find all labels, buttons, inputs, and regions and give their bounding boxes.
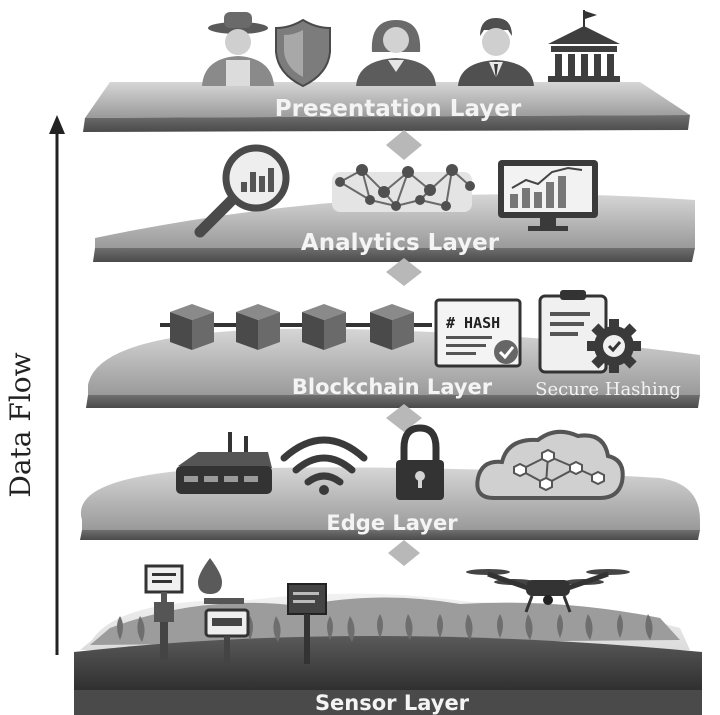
chain-blocks-icon (160, 304, 432, 350)
network-graph-icon (332, 164, 475, 212)
edge-layer: Edge Layer (80, 424, 701, 540)
wifi-icon (280, 436, 368, 495)
connector-diamond (388, 540, 420, 566)
woman-user-icon (356, 20, 436, 86)
signpost-icon (287, 583, 327, 664)
block-1 (170, 304, 214, 350)
clipboard-gear-icon (538, 290, 641, 374)
data-flow-label: Data Flow (4, 352, 37, 497)
shield-icon (275, 18, 331, 88)
router-icon (176, 432, 272, 494)
sensor-panel-icon (144, 564, 184, 660)
soil-sensor-icon (204, 598, 250, 662)
sensor-layer: Sensor Layer (74, 558, 702, 715)
connector-diamond (386, 404, 422, 432)
magnifier-chart-icon (194, 144, 290, 238)
data-flow-arrow (49, 115, 65, 655)
farmer-icon (202, 12, 274, 86)
hash-document-icon: # HASH (434, 298, 522, 368)
sensor-layer-label: Sensor Layer (315, 691, 470, 715)
water-drop-icon (198, 558, 222, 594)
blockchain-layer: Blockchain Layer Secure Hashing (86, 290, 700, 408)
secure-hashing-label: Secure Hashing (535, 379, 681, 400)
connector-diamond (386, 130, 422, 160)
presentation-layer: Presentation Layer (83, 10, 690, 132)
cloud-network-icon (475, 429, 625, 500)
presentation-layer-label: Presentation Layer (275, 96, 522, 122)
block-3 (302, 304, 346, 350)
edge-layer-label: Edge Layer (326, 511, 458, 535)
drone-icon (466, 569, 630, 613)
monitor-chart-icon (498, 160, 598, 231)
crops-icon (117, 614, 653, 642)
block-4 (370, 304, 414, 350)
lock-icon (396, 424, 444, 500)
analytics-layer-label: Analytics Layer (301, 230, 500, 256)
hash-label: # HASH (446, 314, 500, 332)
government-building-icon (548, 10, 620, 82)
connector-diamond (386, 258, 422, 286)
block-2 (236, 304, 280, 350)
analytics-layer: Analytics Layer (93, 144, 695, 262)
man-user-icon (458, 18, 534, 86)
blockchain-layer-label: Blockchain Layer (292, 375, 493, 399)
